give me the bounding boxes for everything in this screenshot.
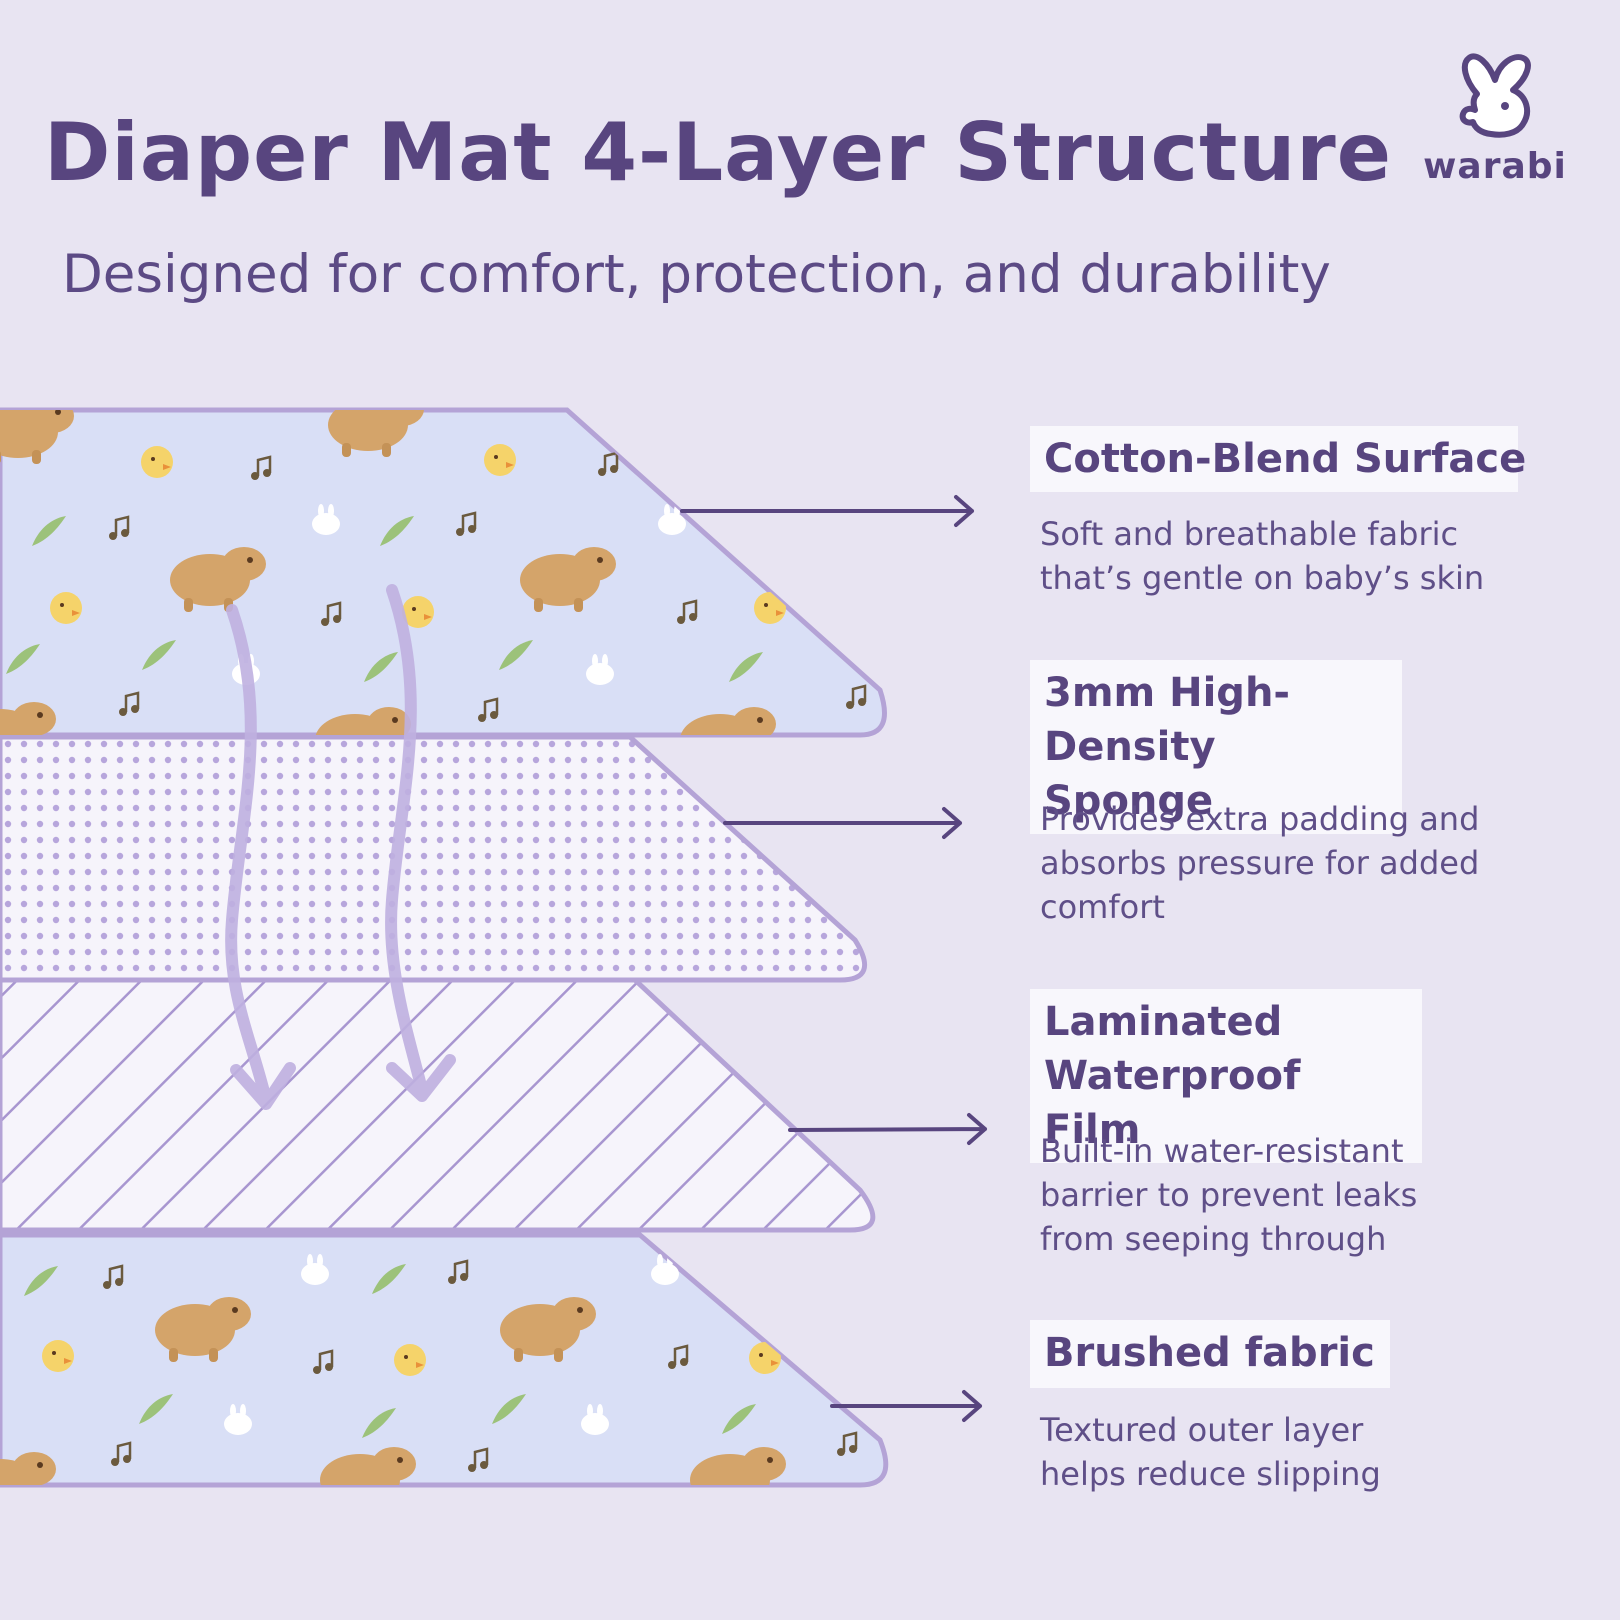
layer-description-cotton-surface: Soft and breathable fabric that’s gentle… — [1040, 515, 1485, 597]
layer-label-sponge: 3mm High-Density Sponge — [1030, 660, 1402, 834]
pointer-arrow-3 — [788, 1113, 987, 1145]
pointer-arrow-1 — [680, 495, 974, 527]
layer-label-brushed-fabric: Brushed fabric — [1030, 1320, 1390, 1388]
page-subtitle: Designed for comfort, protection, and du… — [62, 244, 1331, 305]
pointer-arrow-2 — [723, 807, 962, 839]
layer-waterproof-film — [0, 977, 876, 1233]
page-title: Diaper Mat 4-Layer Structure — [44, 106, 1392, 199]
pointer-arrows — [680, 495, 987, 1422]
layer-description-sponge: Provides extra padding and absorbs press… — [1040, 800, 1480, 926]
layer-sponge — [0, 734, 867, 983]
layer-cotton-surface — [0, 407, 887, 738]
layer-description-brushed-fabric: Textured outer layer helps reduce slippi… — [1040, 1411, 1381, 1493]
layer-label-waterproof-film: Laminated Waterproof Film — [1030, 989, 1422, 1163]
rabbit-icon — [1459, 53, 1531, 138]
brand-name: warabi — [1423, 146, 1567, 187]
brand-logo: warabi — [1410, 50, 1580, 200]
layer-brushed-fabric — [0, 1232, 889, 1488]
moisture-flow-arrows — [225, 584, 456, 1110]
layer-description-waterproof-film: Built-in water-resistant barrier to prev… — [1040, 1132, 1418, 1258]
layer-label-cotton-surface: Cotton-Blend Surface — [1030, 426, 1526, 492]
pointer-arrow-4 — [830, 1390, 982, 1422]
